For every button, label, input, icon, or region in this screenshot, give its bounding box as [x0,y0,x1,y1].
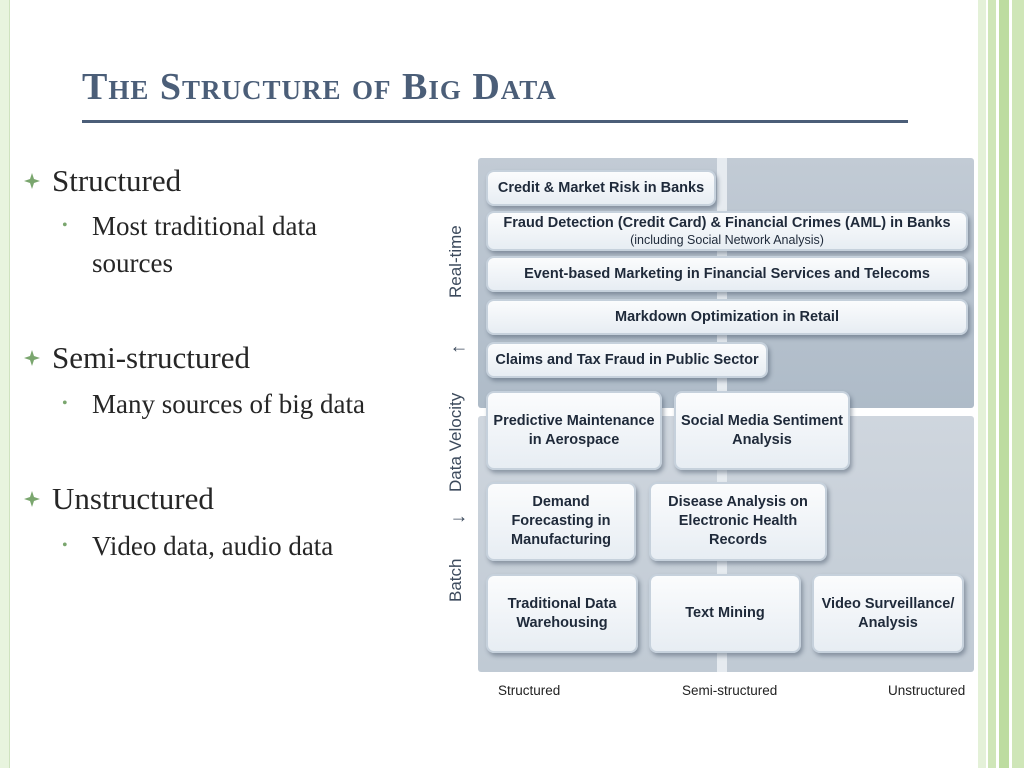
x-label-unstructured: Unstructured [888,683,966,698]
box-markdown-optimization: Markdown Optimization in Retail [486,299,968,335]
axis-label-batch: Batch [446,558,465,602]
big-data-diagram: Real-time ↑ Data Velocity ↓ Batch Credit… [440,140,980,710]
title-underline [82,120,908,123]
diamond-bullet-icon [24,491,40,507]
sub-bullet-continuation: sources [92,248,173,278]
box-claims-tax-fraud: Claims and Tax Fraud in Public Sector [486,342,768,378]
axis-label-real-time: Real-time [446,225,465,298]
bullet-semi-structured: Semi-structured [24,340,250,376]
arrow-up-icon: ↑ [448,344,469,355]
box-credit-market-risk: Credit & Market Risk in Banks [486,170,716,206]
x-label-semi-structured: Semi-structured [682,683,778,698]
box-video-surveillance: Video Surveillance/ Analysis [812,574,964,653]
dot-bullet-icon: • [62,537,68,554]
dot-bullet-icon: • [62,395,68,412]
box-event-based-marketing: Event-based Marketing in Financial Servi… [486,256,968,292]
axis-label-data-velocity: Data Velocity [446,392,465,492]
box-text-mining: Text Mining [649,574,801,653]
x-label-structured: Structured [498,683,561,698]
right-border-stripes [978,0,1024,768]
dot-bullet-icon: • [62,217,68,234]
box-predictive-maintenance: Predictive Maintenance in Aerospace [486,391,662,470]
box-traditional-warehousing: Traditional Data Warehousing [486,574,638,653]
slide-title: The Structure of Big Data [82,66,557,108]
bullet-unstructured: Unstructured [24,481,214,517]
box-social-media: Social Media Sentiment Analysis [674,391,850,470]
velocity-axis: Real-time ↑ Data Velocity ↓ Batch [440,140,470,620]
sub-bullet: • Most traditional data [62,208,317,244]
arrow-down-icon: ↓ [448,514,469,525]
diamond-bullet-icon [24,350,40,366]
bullet-structured: Structured [24,163,181,199]
box-disease-analysis: Disease Analysis on Electronic Health Re… [649,482,827,561]
sub-bullet: • Many sources of big data [62,386,365,422]
diamond-bullet-icon [24,173,40,189]
box-fraud-detection: Fraud Detection (Credit Card) & Financia… [486,211,968,251]
sub-bullet: • Video data, audio data [62,528,333,564]
box-demand-forecasting: Demand Forecasting in Manufacturing [486,482,636,561]
left-border [0,0,10,768]
